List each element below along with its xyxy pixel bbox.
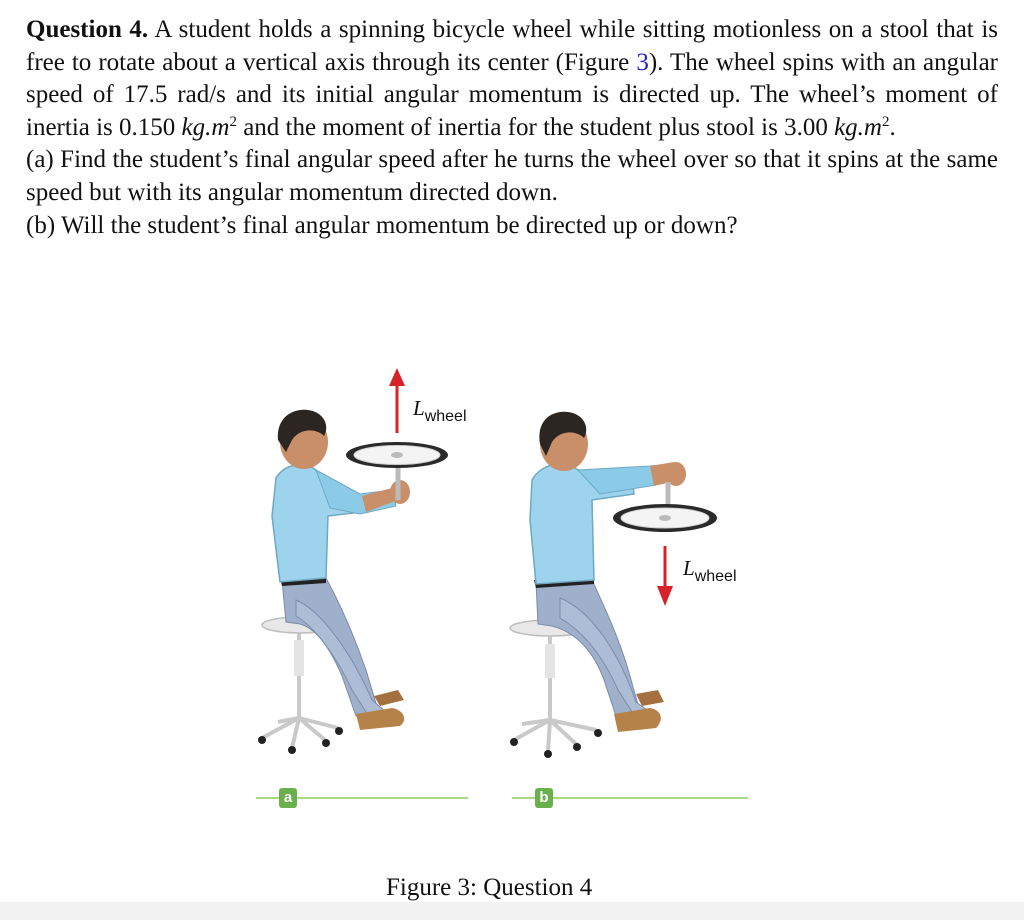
l-wheel-subscript-a: wheel <box>424 408 467 425</box>
l-wheel-symbol-a: L <box>413 396 425 420</box>
panel-a-illustration <box>258 368 448 754</box>
panel-b-illustration <box>509 411 717 758</box>
question-heading: Question 4. <box>26 16 149 43</box>
figure-reference-link[interactable]: 3 <box>636 48 649 76</box>
part-a: (a) Find the student’s final angular spe… <box>26 146 998 206</box>
l-wheel-label-b: Lwheel <box>683 556 737 586</box>
shoe-b-1 <box>614 708 661 732</box>
intro-text-1: A student holds a spinning bicycle wheel… <box>26 16 998 76</box>
problem-text: Question 4. A student holds a spinning b… <box>26 14 998 242</box>
exponent-2: 2 <box>881 113 890 130</box>
hair-a <box>277 409 327 452</box>
shoe-a-1 <box>356 708 405 730</box>
shirt-a <box>271 464 363 583</box>
l-wheel-label-a: Lwheel <box>413 396 467 426</box>
l-wheel-symbol-b: L <box>683 556 695 580</box>
hand-b <box>666 462 686 486</box>
shoe-a-2 <box>374 690 404 706</box>
intro-text-2: ). The wheel spins with an angular speed… <box>26 48 999 141</box>
bottom-bar <box>0 902 1024 920</box>
panel-tag-b: b <box>535 788 553 808</box>
shirt-b <box>529 463 635 585</box>
part-b: (b) Will the student’s final angular mom… <box>26 211 738 239</box>
unit-kg-m-2: kg.m <box>834 113 882 141</box>
question-intro: Question 4. A student holds a spinning b… <box>26 14 998 144</box>
hair-b <box>539 411 587 456</box>
unit-kg-m-1: kg.m <box>181 113 230 141</box>
intro-text-3: and the moment of inertia for the studen… <box>236 113 835 141</box>
figure-caption: Figure 3: Question 4 <box>386 874 593 901</box>
intro-text-4: . <box>889 113 896 141</box>
panel-tag-a: a <box>279 788 297 808</box>
exponent-1: 2 <box>229 113 237 130</box>
l-wheel-subscript-b: wheel <box>694 568 737 585</box>
